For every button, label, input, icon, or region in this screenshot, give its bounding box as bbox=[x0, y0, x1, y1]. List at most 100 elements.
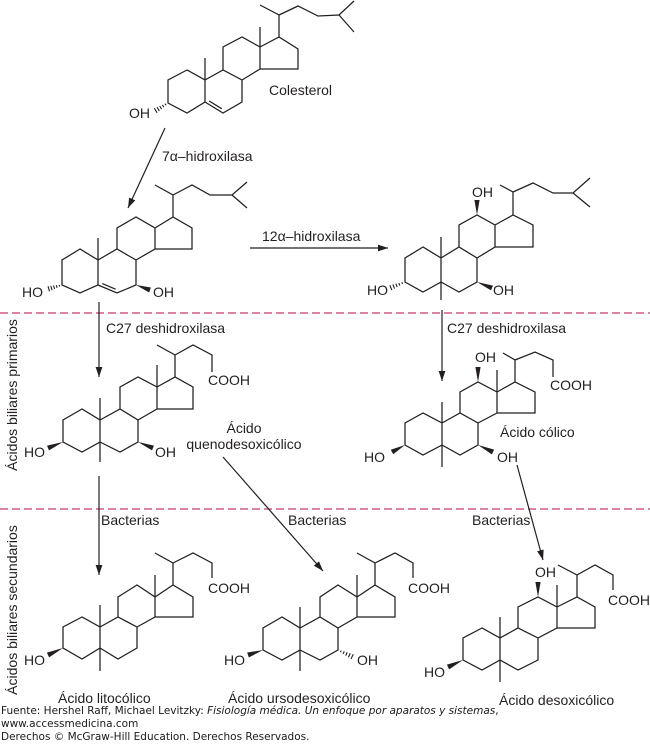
hash-tick bbox=[164, 103, 167, 106]
enzyme-label-dehydroxylase-right: C27 deshidroxilasa bbox=[447, 320, 566, 336]
double-bond-c5-c6 bbox=[102, 283, 116, 290]
chenodeoxycholic-acid-structure: COOH HO OH Ácido quenodesoxicólico bbox=[24, 344, 302, 462]
c7-hydroxyl-label: OH bbox=[357, 652, 378, 668]
copyright-notice: Derechos © McGraw-Hill Education. Derech… bbox=[1, 731, 310, 743]
wedge-bond-c3 bbox=[47, 442, 63, 451]
hash-tick bbox=[339, 650, 342, 653]
steroid-skeleton bbox=[61, 181, 248, 294]
hash-tick bbox=[401, 282, 404, 285]
source-citation: Fuente: Hershel Raff, Michael Levitzky: … bbox=[1, 705, 649, 718]
compound-name-cholic: Ácido cólico bbox=[500, 424, 575, 440]
hashed-bond-c7 bbox=[339, 650, 354, 660]
hash-tick bbox=[350, 653, 354, 660]
ursodeoxycholic-acid-structure: COOH HO OH Ácido ursodesoxicólico bbox=[224, 552, 450, 705]
hash-tick bbox=[342, 651, 345, 655]
hash-tick bbox=[395, 283, 398, 288]
c3-hydroxyl-label: HO bbox=[24, 652, 45, 668]
steroid-skeleton bbox=[167, 0, 355, 114]
hashed-bond-c3 bbox=[153, 103, 167, 114]
steroid-skeleton bbox=[262, 552, 414, 671]
source-authors: Fuente: Hershel Raff, Michael Levitzky: bbox=[1, 705, 208, 717]
hash-tick bbox=[58, 284, 61, 287]
enzyme-label-7a-hydroxylase: 7α–hidroxilasa bbox=[162, 148, 253, 164]
carboxyl-label: COOH bbox=[608, 592, 650, 608]
wedge-bond-c7 bbox=[136, 285, 151, 293]
wedge-bond-c3 bbox=[46, 648, 63, 658]
carboxyl-label: COOH bbox=[408, 580, 450, 596]
hash-tick bbox=[389, 284, 393, 291]
wedge-bond-c12 bbox=[474, 200, 480, 215]
hash-tick bbox=[55, 285, 58, 288]
c3-hydroxyl-label: HO bbox=[367, 282, 388, 298]
hashed-bond-c3 bbox=[389, 282, 404, 291]
wedge-bond-c3 bbox=[247, 650, 263, 658]
c7-hydroxyl-label: OH bbox=[493, 282, 514, 298]
hash-tick bbox=[392, 284, 396, 289]
c12-hydroxyl-label: OH bbox=[475, 349, 496, 365]
hash-tick bbox=[159, 105, 163, 110]
cholic-acid-structure: OH COOH Ácido cólico HO OH bbox=[364, 349, 592, 467]
steroid-skeleton bbox=[462, 564, 614, 682]
lithocholic-acid-structure: COOH HO Ácido litocólico bbox=[24, 552, 250, 705]
7a-hydroxycholesterol-structure: HO OH bbox=[22, 181, 248, 300]
double-bond-c5-c6 bbox=[208, 100, 223, 110]
source-url[interactable]: www.accessmedicina.com bbox=[1, 718, 139, 730]
hash-tick bbox=[345, 652, 348, 656]
compound-name-ursodeoxycholic: Ácido ursodesoxicólico bbox=[228, 690, 371, 705]
cholesterol-structure: OH Colesterol bbox=[129, 0, 355, 121]
reaction-arrow-bacteria-middle bbox=[222, 456, 324, 572]
source-footer: Fuente: Hershel Raff, Michael Levitzky: … bbox=[1, 705, 649, 744]
steroid-skeleton bbox=[62, 552, 213, 671]
enzyme-label-12a-hydroxylase: 12α–hidroxilasa bbox=[262, 228, 361, 244]
carboxyl-label: COOH bbox=[550, 377, 592, 393]
steroid-skeleton bbox=[404, 351, 554, 467]
section-label-secondary: Ácidos biliares secundarios bbox=[4, 525, 20, 695]
hash-tick bbox=[153, 107, 158, 114]
wedge-bond-c3 bbox=[446, 660, 463, 670]
bacteria-label-middle: Bacterias bbox=[288, 512, 346, 528]
reaction-arrow-7a-hydroxylase bbox=[127, 127, 166, 209]
carboxyl-label: COOH bbox=[208, 372, 250, 388]
reaction-arrow-bacteria-right bbox=[516, 464, 544, 561]
wedge-bond-c7 bbox=[478, 445, 495, 455]
c3-hydroxyl-label: OH bbox=[129, 105, 150, 121]
compound-name-chenodeoxycholic-line1: Ácido bbox=[226, 420, 261, 436]
c3-hydroxyl-label: HO bbox=[364, 449, 385, 465]
c7-hydroxyl-label: OH bbox=[497, 449, 518, 465]
hashed-bond-c3 bbox=[47, 284, 61, 292]
bile-acid-synthesis-diagram: Ácidos biliares primarios Ácidos biliare… bbox=[0, 0, 650, 705]
wedge-bond-c7 bbox=[477, 282, 493, 291]
c12-hydroxyl-label: OH bbox=[535, 564, 556, 580]
compound-name-lithocholic: Ácido litocólico bbox=[58, 690, 151, 705]
compound-name-deoxycholic: Ácido desoxicólico bbox=[499, 692, 614, 705]
wedge-bond-c7 bbox=[138, 442, 154, 451]
c3-hydroxyl-label: HO bbox=[24, 444, 45, 460]
hash-tick bbox=[47, 286, 51, 292]
hash-tick bbox=[156, 106, 160, 112]
wedge-bond-c12 bbox=[535, 582, 541, 597]
hash-tick bbox=[347, 653, 351, 658]
compound-name-cholesterol: Colesterol bbox=[269, 82, 332, 98]
hash-tick bbox=[398, 282, 401, 286]
c3-hydroxyl-label: HO bbox=[224, 652, 245, 668]
enzyme-label-dehydroxylase-left: C27 deshidroxilasa bbox=[106, 320, 225, 336]
hash-tick bbox=[53, 285, 56, 290]
hash-tick bbox=[161, 104, 165, 108]
c7-hydroxyl-label: OH bbox=[155, 444, 176, 460]
carboxyl-label: COOH bbox=[208, 580, 250, 596]
c7-hydroxyl-label: OH bbox=[153, 284, 174, 300]
steroid-skeleton bbox=[62, 344, 213, 462]
wedge-bond-c12 bbox=[475, 367, 481, 382]
steroid-skeleton bbox=[404, 177, 591, 300]
wedge-bond-c3 bbox=[390, 445, 405, 455]
source-suffix: , bbox=[495, 705, 499, 717]
compound-name-chenodeoxycholic-line2: quenodesoxicólico bbox=[186, 436, 301, 452]
bacteria-label-right: Bacterias bbox=[472, 512, 530, 528]
section-label-primary: Ácidos biliares primarios bbox=[4, 319, 20, 471]
hash-tick bbox=[50, 285, 53, 291]
c12-hydroxyl-label: OH bbox=[472, 184, 493, 200]
dihydroxycholesterol-structure: OH HO OH bbox=[367, 177, 591, 300]
bacteria-label-left: Bacterias bbox=[101, 512, 159, 528]
c3-hydroxyl-label: HO bbox=[22, 284, 43, 300]
